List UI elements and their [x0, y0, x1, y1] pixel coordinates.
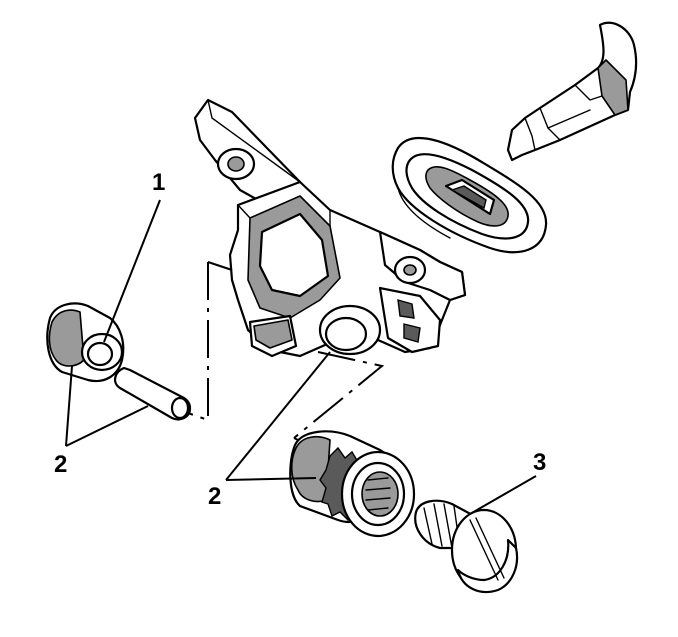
latch-lever [506, 21, 638, 162]
callout-2-center: 2 [208, 483, 221, 510]
leader-2-center-a [225, 351, 331, 481]
centerline-left-top [207, 261, 233, 271]
oval-bezel [391, 136, 548, 254]
callout-1: 1 [152, 169, 165, 196]
leader-2-center-b [225, 477, 317, 481]
callout-2-left: 2 [54, 451, 67, 478]
cap-retainer [46, 302, 125, 383]
pin [114, 366, 192, 421]
main-housing [193, 98, 467, 358]
callout-3: 3 [533, 449, 546, 476]
leader-1 [103, 199, 161, 343]
leader-3 [469, 475, 537, 515]
leader-2-left-a [65, 365, 73, 447]
screw [414, 499, 519, 594]
centerline-center [293, 351, 385, 439]
gear-sleeve [289, 430, 416, 538]
leader-2-left-b [65, 405, 149, 447]
